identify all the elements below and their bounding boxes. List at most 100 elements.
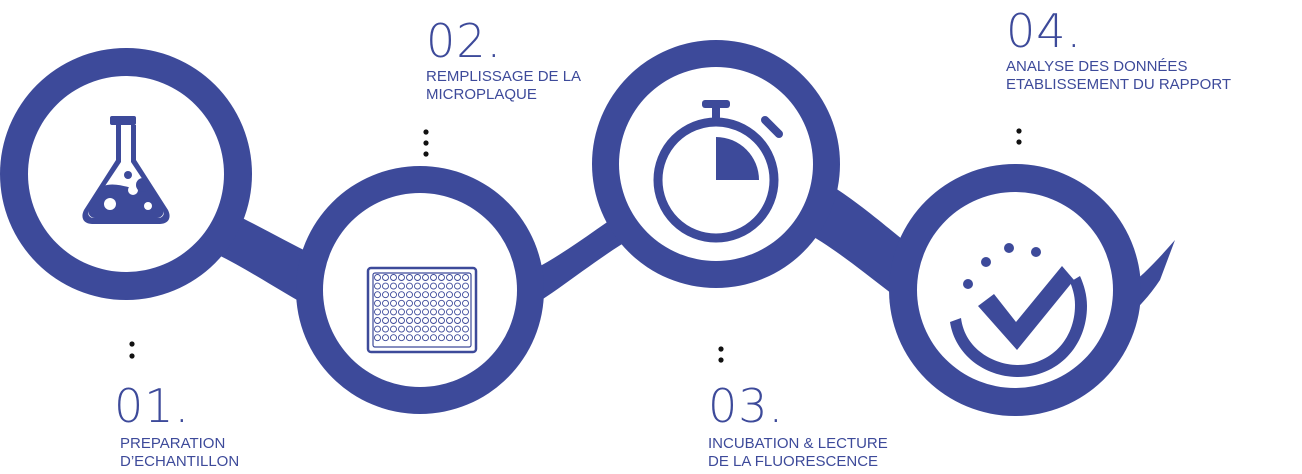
microplate-well bbox=[454, 308, 461, 316]
microplate-well bbox=[398, 317, 405, 324]
microplate-icon bbox=[366, 266, 478, 354]
microplate-well bbox=[414, 334, 421, 342]
microplate-well bbox=[430, 291, 437, 299]
microplate-well bbox=[446, 334, 453, 342]
microplate-well bbox=[406, 282, 413, 290]
microplate-well bbox=[422, 308, 429, 316]
microplate-well bbox=[406, 317, 413, 324]
microplate-well bbox=[414, 308, 421, 316]
microplate-well bbox=[374, 325, 381, 333]
microplate-well bbox=[446, 299, 453, 307]
microplate-well bbox=[414, 274, 421, 281]
microplate-well bbox=[438, 282, 445, 290]
microplate-well bbox=[446, 308, 453, 316]
microplate-well bbox=[462, 308, 469, 316]
step-4-number: 04. bbox=[1006, 4, 1083, 58]
microplate-well bbox=[454, 334, 461, 342]
microplate-well bbox=[390, 282, 397, 290]
microplate-well bbox=[446, 325, 453, 333]
step-4-label-line-2: ETABLISSEMENT DU RAPPORT bbox=[1006, 76, 1232, 93]
microplate-well bbox=[382, 325, 389, 333]
step-1-label-group: 01. PREPARATION D’ECHANTILLON bbox=[114, 383, 239, 471]
microplate-well bbox=[462, 317, 469, 324]
microplate-well bbox=[398, 299, 405, 307]
step-3-number: 03. bbox=[708, 379, 785, 433]
microplate-well bbox=[414, 299, 421, 307]
microplate-well bbox=[398, 282, 405, 290]
microplate-well bbox=[446, 291, 453, 299]
microplate-well bbox=[406, 274, 413, 281]
microplate-well bbox=[462, 299, 469, 307]
check-circle-icon bbox=[950, 243, 1087, 377]
microplate-well bbox=[398, 274, 405, 281]
microplate-well bbox=[414, 291, 421, 299]
microplate-well bbox=[374, 274, 381, 281]
microplate-well bbox=[414, 325, 421, 333]
microplate-well bbox=[374, 317, 381, 324]
microplate-well bbox=[414, 317, 421, 324]
step-3-label-line-2: DE LA FLUORESCENCE bbox=[708, 453, 879, 470]
microplate-well bbox=[438, 325, 445, 333]
step-2-label-line-2: MICROPLAQUE bbox=[426, 86, 537, 103]
microplate-well bbox=[422, 282, 429, 290]
microplate-well bbox=[390, 325, 397, 333]
microplate-well bbox=[462, 282, 469, 290]
microplate-well bbox=[374, 299, 381, 307]
step-1-label-line-2: D’ECHANTILLON bbox=[120, 453, 240, 470]
microplate-well bbox=[422, 334, 429, 342]
microplate-well bbox=[438, 308, 445, 316]
microplate-well bbox=[446, 317, 453, 324]
microplate-well bbox=[446, 282, 453, 290]
microplate-well bbox=[422, 274, 429, 281]
step-4-circle bbox=[889, 164, 1141, 416]
microplate-well bbox=[390, 299, 397, 307]
microplate-well bbox=[398, 334, 405, 342]
microplate-well bbox=[398, 325, 405, 333]
leader-dots bbox=[129, 128, 1022, 363]
microplate-well bbox=[374, 308, 381, 316]
step-3-label-line-1: INCUBATION & LECTURE bbox=[708, 435, 888, 452]
microplate-well bbox=[454, 317, 461, 324]
microplate-well bbox=[422, 291, 429, 299]
microplate-well bbox=[430, 274, 437, 281]
microplate-well bbox=[382, 317, 389, 324]
microplate-well bbox=[430, 325, 437, 333]
microplate-well bbox=[454, 299, 461, 307]
microplate-well bbox=[374, 282, 381, 290]
microplate-well bbox=[438, 274, 445, 281]
microplate-well bbox=[382, 291, 389, 299]
step-2-label-group: 02. REMPLISSAGE DE LA MICROPLAQUE bbox=[426, 18, 581, 104]
microplate-well bbox=[398, 291, 405, 299]
step-4-label-group: 04. ANALYSE DES DONNÉES ETABLISSEMENT DU… bbox=[1006, 8, 1231, 94]
microplate-well bbox=[430, 317, 437, 324]
step-1-number: 01. bbox=[114, 379, 191, 433]
microplate-well bbox=[414, 282, 421, 290]
microplate-well bbox=[382, 334, 389, 342]
microplate-well bbox=[382, 282, 389, 290]
microplate-well bbox=[430, 308, 437, 316]
microplate-well bbox=[398, 308, 405, 316]
step-3-label-group: 03. INCUBATION & LECTURE DE LA FLUORESCE… bbox=[708, 383, 888, 471]
microplate-well bbox=[462, 291, 469, 299]
microplate-well bbox=[430, 282, 437, 290]
microplate-well bbox=[406, 308, 413, 316]
microplate-well bbox=[390, 274, 397, 281]
microplate-well bbox=[422, 317, 429, 324]
microplate-well bbox=[454, 282, 461, 290]
microplate-well bbox=[454, 325, 461, 333]
microplate-well bbox=[406, 291, 413, 299]
step-2-circle bbox=[296, 166, 544, 414]
step-4-label-line-1: ANALYSE DES DONNÉES bbox=[1006, 58, 1188, 75]
microplate-well bbox=[406, 299, 413, 307]
microplate-well bbox=[390, 308, 397, 316]
microplate-well bbox=[422, 299, 429, 307]
microplate-well bbox=[438, 291, 445, 299]
microplate-well bbox=[406, 325, 413, 333]
microplate-well bbox=[462, 334, 469, 342]
microplate-well bbox=[382, 274, 389, 281]
microplate-well bbox=[374, 291, 381, 299]
microplate-well bbox=[390, 334, 397, 342]
microplate-well bbox=[454, 291, 461, 299]
